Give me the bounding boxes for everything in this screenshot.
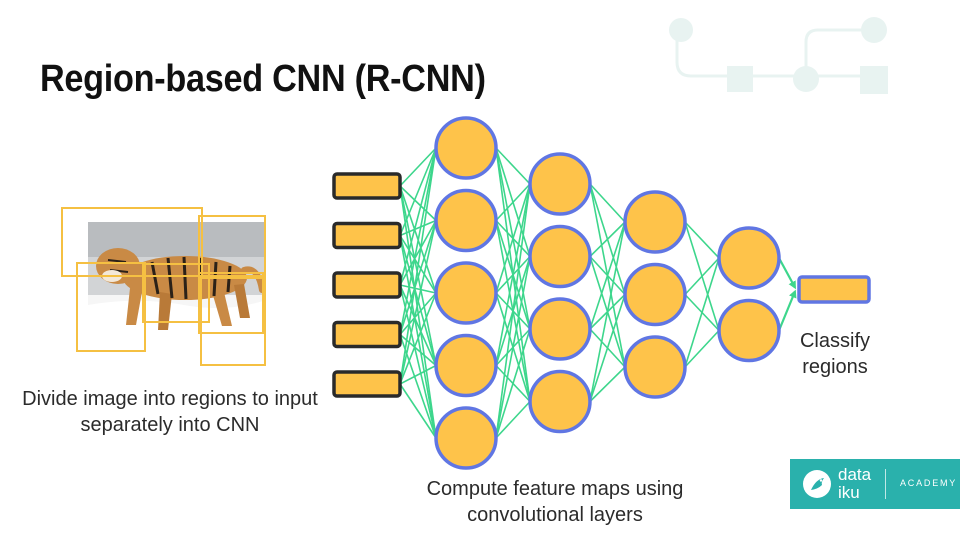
connection-line	[399, 185, 437, 222]
conv-node	[528, 224, 592, 289]
output-node	[797, 275, 871, 304]
connection-line	[399, 284, 437, 439]
connection-line	[399, 147, 437, 236]
connection-line	[495, 400, 531, 439]
connection-line	[399, 220, 437, 335]
input-region-node	[332, 370, 402, 398]
connection-line	[684, 221, 720, 259]
input-region-node	[332, 320, 402, 349]
output-arrow	[777, 289, 797, 331]
connection-line	[399, 364, 437, 385]
connection-line	[684, 257, 720, 368]
conv-node	[717, 226, 781, 290]
output-arrow	[778, 257, 796, 290]
region-box	[198, 215, 266, 277]
region-box	[61, 207, 203, 277]
logo-line1: data	[838, 465, 872, 484]
connection-line	[589, 221, 626, 402]
connection-line	[495, 183, 531, 222]
connection-line	[495, 183, 531, 439]
logo-academy-label: ACADEMY	[900, 478, 958, 488]
connection-line	[399, 185, 437, 439]
conv-node	[434, 188, 498, 253]
connection-line	[495, 328, 531, 439]
connection-line	[399, 292, 437, 385]
dataiku-academy-logo: data iku ACADEMY	[790, 459, 960, 509]
connection-line	[589, 183, 626, 223]
connection-line	[399, 220, 437, 286]
conv-node	[434, 116, 498, 180]
connection-line	[684, 329, 720, 368]
input-region-node	[332, 172, 402, 200]
input-region-node	[332, 271, 402, 299]
logo-wordmark: data iku	[838, 466, 871, 502]
caption-feature-maps: Compute feature maps using convolutional…	[426, 478, 684, 526]
conv-node	[528, 152, 592, 216]
connection-line	[495, 183, 531, 294]
conv-node	[528, 297, 592, 361]
connection-line	[399, 147, 437, 335]
network-connections	[399, 147, 797, 439]
connection-line	[399, 292, 437, 336]
connection-line	[399, 147, 437, 187]
conv-node	[434, 406, 498, 470]
conv-node	[434, 333, 498, 398]
connection-line	[399, 147, 437, 385]
slide-title: Region-based CNN (R-CNN)	[40, 58, 486, 100]
conv-node	[717, 298, 781, 363]
connection-line	[399, 383, 437, 439]
region-box	[142, 263, 210, 323]
network-nodes	[332, 116, 871, 470]
connection-line	[589, 221, 626, 330]
connection-line	[399, 147, 437, 286]
caption-classify: Classify regions	[799, 330, 870, 378]
conv-node	[434, 261, 498, 325]
connection-line	[399, 284, 437, 294]
conv-node	[528, 369, 592, 434]
caption-divide-regions: Divide image into regions to input separ…	[22, 388, 318, 436]
logo-divider	[885, 469, 886, 499]
connection-line	[684, 257, 720, 296]
bird-icon	[803, 470, 831, 498]
connection-line	[399, 334, 437, 439]
region-proposal-boxes	[61, 207, 266, 366]
region-box	[76, 262, 146, 352]
connection-line	[495, 147, 531, 185]
connection-line	[589, 221, 626, 258]
region-box	[198, 272, 264, 334]
conv-node	[623, 190, 687, 254]
conv-node	[623, 262, 687, 327]
decorative-circuit-icon	[669, 17, 888, 94]
input-region-node	[332, 221, 402, 250]
connection-line	[495, 256, 531, 439]
connection-line	[399, 219, 437, 237]
connection-line	[495, 183, 531, 366]
connection-line	[589, 294, 626, 402]
logo-line2: iku	[838, 483, 860, 502]
connection-line	[399, 220, 437, 385]
connection-line	[399, 284, 437, 366]
connection-line	[589, 366, 626, 403]
region-box	[200, 277, 266, 366]
conv-node	[623, 335, 687, 399]
tiger-photo-icon	[88, 222, 266, 346]
